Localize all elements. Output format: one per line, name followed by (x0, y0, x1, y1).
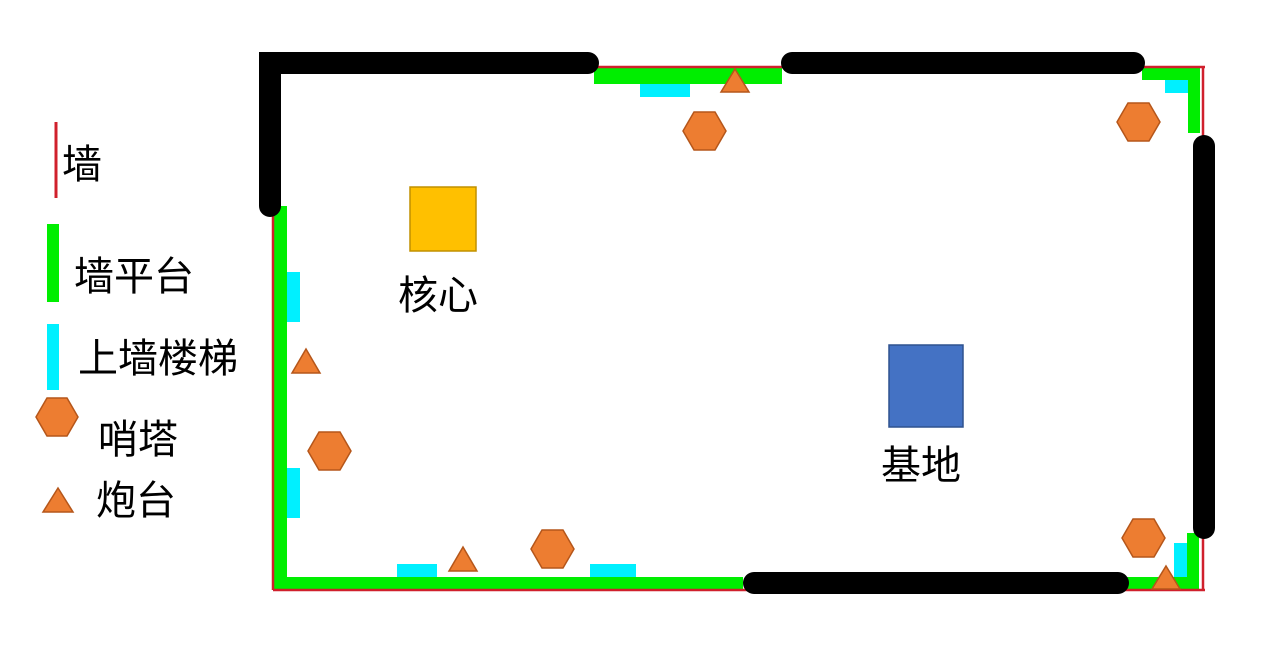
legend-wall-label: 墙 (62, 142, 102, 188)
base-map: 核心 基地 (259, 52, 1215, 594)
walls (271, 65, 1205, 592)
barriers (259, 52, 1215, 594)
legend-platform-swatch (47, 224, 59, 302)
base-label: 基地 (881, 443, 961, 489)
legend-sentry-icon (35, 397, 79, 437)
base-block (888, 344, 964, 428)
ladder-top (640, 84, 690, 97)
wall-platform-bottom (273, 577, 743, 590)
sentry-tower-icon (307, 431, 352, 471)
turret-icon (719, 67, 751, 93)
sentry-tower-icon (1121, 518, 1166, 558)
ladder-left-lower (287, 468, 300, 518)
turret-icon (1150, 564, 1182, 590)
sentry-tower-icon (1116, 102, 1161, 142)
sentry-tower-icon (682, 111, 727, 151)
legend: 墙 墙平台 上墙楼梯 哨塔 炮台 (35, 122, 238, 524)
wall-platform-right-lower (1187, 533, 1199, 590)
wall-platform-top (594, 68, 782, 84)
legend-turret-icon (41, 486, 75, 513)
ladder-bottom-right (1174, 543, 1187, 577)
sentry-towers (307, 102, 1166, 569)
wall-platform-right-upper (1188, 67, 1200, 133)
turret-icon (447, 545, 479, 572)
turrets (290, 67, 1182, 590)
barrier-top-left (259, 52, 599, 217)
ladder-bottom-mid (590, 564, 636, 577)
legend-turret-label: 炮台 (96, 478, 176, 524)
sentry-tower-icon (530, 529, 575, 569)
legend-platform-label: 墙平台 (74, 254, 194, 300)
ladder-left-upper (287, 272, 300, 322)
wall-platform-left (273, 206, 287, 590)
ladder-top-right (1165, 80, 1188, 93)
core-block (409, 186, 477, 252)
wall-platforms (273, 67, 1200, 590)
legend-ladder-label: 上墙楼梯 (78, 336, 238, 382)
wall-ladders (287, 80, 1188, 577)
legend-sentry-label: 哨塔 (98, 417, 178, 463)
legend-ladder-swatch (47, 324, 59, 390)
core-label: 核心 (398, 273, 478, 319)
ladder-bottom-left (397, 564, 437, 577)
wall-platform-top-right (1142, 67, 1199, 80)
turret-icon (290, 347, 322, 374)
